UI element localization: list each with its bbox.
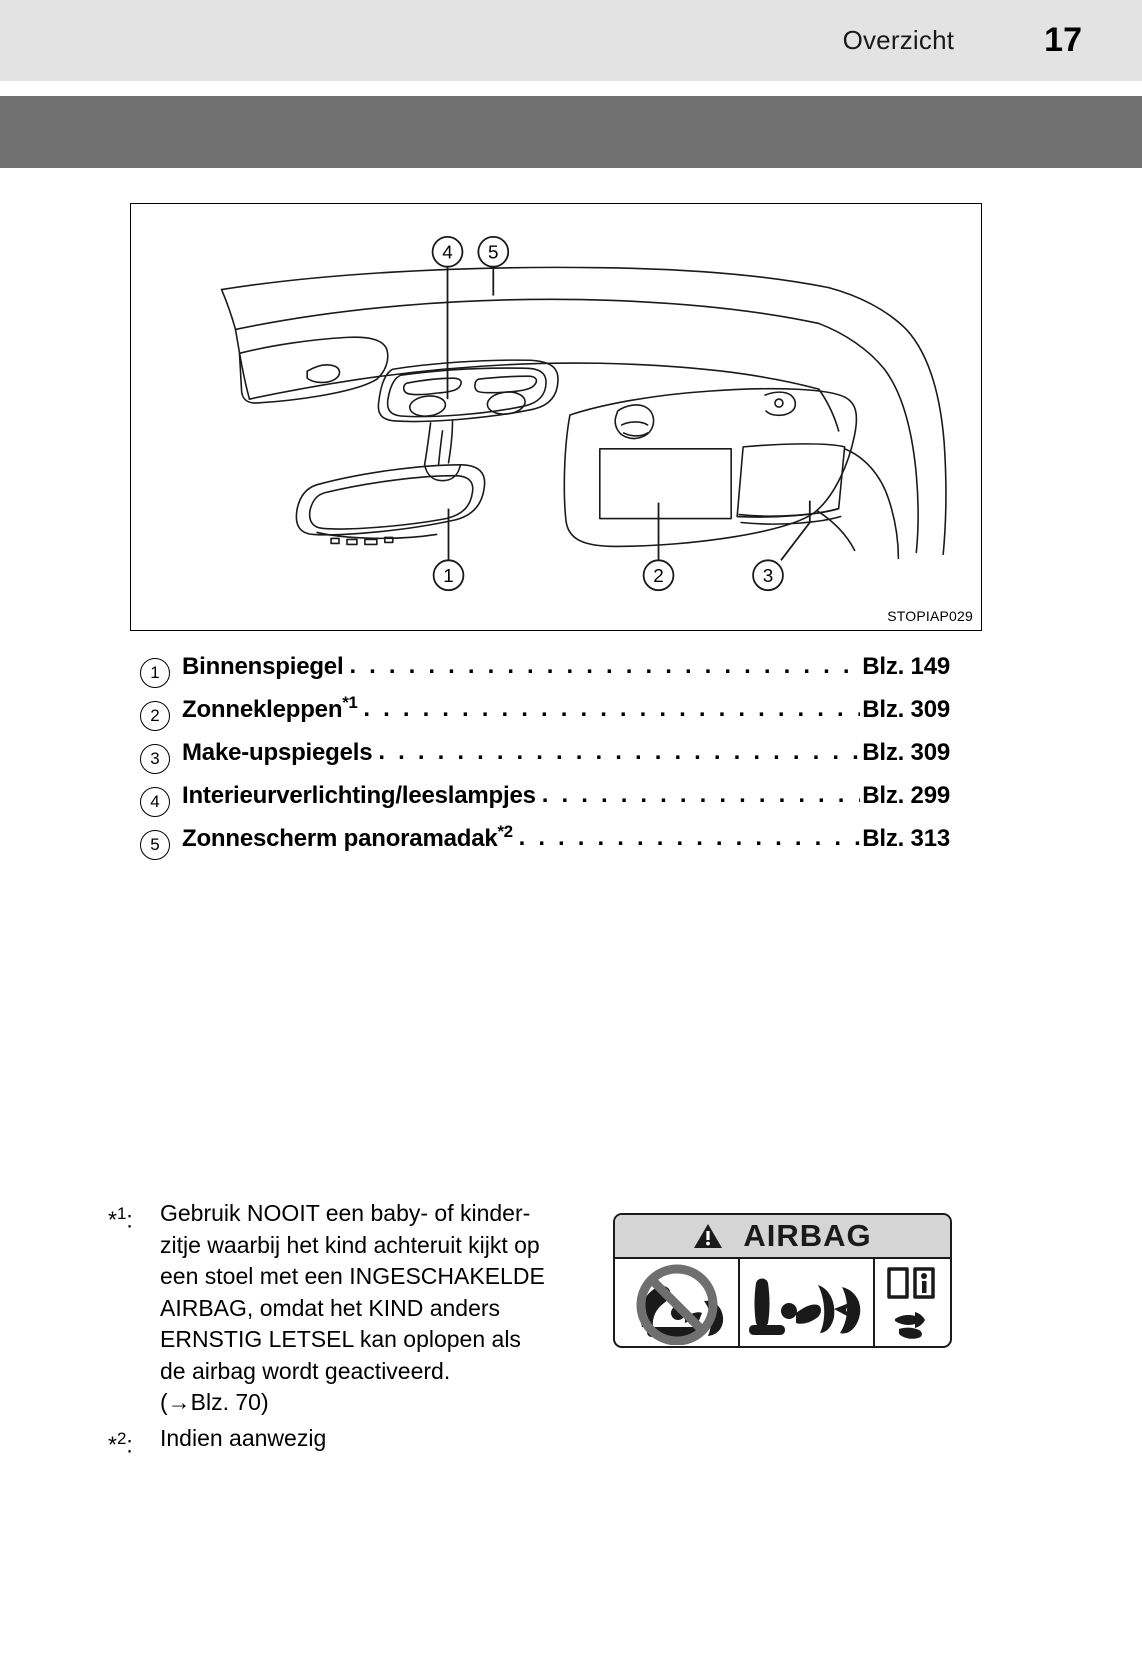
reference-item-list: 1 Binnenspiegel . . . . . . . . . . . . … xyxy=(140,650,950,865)
item-footnote-marker: *2 xyxy=(497,822,514,841)
pointing-hand-icon xyxy=(895,1312,925,1339)
footnotes: *1: Gebruik NOOIT een baby- of kinder- z… xyxy=(108,1198,578,1464)
airbag-title: AIRBAG xyxy=(743,1218,872,1253)
footnote-2: *2: Indien aanwezig xyxy=(108,1423,578,1461)
svg-text:1: 1 xyxy=(443,566,454,587)
list-item[interactable]: 1 Binnenspiegel . . . . . . . . . . . . … xyxy=(140,650,950,693)
airbag-title-bar: AIRBAG xyxy=(615,1215,950,1259)
item-label: Make-upspiegels xyxy=(182,739,373,766)
item-number-badge: 1 xyxy=(140,658,170,688)
airbag-panel-deployment xyxy=(740,1259,875,1346)
overhead-console-illustration: 4 5 1 2 3 xyxy=(220,235,947,592)
page-number: 17 xyxy=(1044,21,1082,59)
svg-text:2: 2 xyxy=(653,566,664,587)
airbag-deployment-icon xyxy=(748,1278,860,1335)
leader-dots: . . . . . . . . . . . . . . . . . . . . … xyxy=(518,824,861,851)
leader-dots: . . . . . . . . . . . . . . . . . . . . … xyxy=(541,781,860,808)
item-number-badge: 2 xyxy=(140,701,170,731)
item-number-badge: 3 xyxy=(140,744,170,774)
item-label: Zonnescherm panoramadak*2 xyxy=(182,822,514,852)
figure-code: STOPIAP029 xyxy=(887,608,973,624)
item-page-reference[interactable]: Blz. 299 xyxy=(862,782,950,809)
list-item[interactable]: 3 Make-upspiegels . . . . . . . . . . . … xyxy=(140,736,950,779)
svg-text:5: 5 xyxy=(488,243,499,264)
footnote-text: Indien aanwezig xyxy=(160,1424,327,1451)
leader-dots: . . . . . . . . . . . . . . . . . . . . … xyxy=(378,738,860,765)
figure-callout-1: 1 xyxy=(432,559,465,592)
figure-callout-5: 5 xyxy=(477,235,510,268)
footnote-text: Gebruik NOOIT een baby- of kinder- zitje… xyxy=(160,1200,545,1415)
item-page-reference[interactable]: Blz. 149 xyxy=(862,653,950,680)
footnote-marker: *2: xyxy=(108,1428,133,1458)
item-number-badge: 4 xyxy=(140,787,170,817)
item-label: Zonnekleppen*1 xyxy=(182,693,358,723)
figure-frame: 4 5 1 2 3 STOPIAP029 xyxy=(130,203,982,631)
airbag-panel-no-rear-facing-seat xyxy=(615,1259,740,1346)
airbag-pictogram-panels xyxy=(615,1259,950,1346)
page-header: Overzicht 17 xyxy=(0,0,1142,81)
page-title: Overzicht xyxy=(842,25,955,55)
list-item[interactable]: 5 Zonnescherm panoramadak*2 . . . . . . … xyxy=(140,822,950,865)
figure-callout-4: 4 xyxy=(431,235,464,268)
leader-dots: . . . . . . . . . . . . . . . . . . . . … xyxy=(349,652,860,679)
svg-text:3: 3 xyxy=(763,566,774,587)
no-rear-facing-child-seat-icon xyxy=(636,1264,723,1345)
figure-callout-3: 3 xyxy=(752,559,784,592)
airbag-warning-label: AIRBAG xyxy=(613,1213,952,1348)
item-footnote-marker: *1 xyxy=(342,693,358,712)
leader-dots: . . . . . . . . . . . . . . . . . . . . … xyxy=(363,695,860,722)
svg-text:4: 4 xyxy=(442,243,453,264)
item-label: Binnenspiegel xyxy=(182,653,344,680)
list-item[interactable]: 2 Zonnekleppen*1 . . . . . . . . . . . .… xyxy=(140,693,950,736)
figure-callout-2: 2 xyxy=(642,559,675,592)
airbag-panel-read-manual xyxy=(875,1259,949,1346)
item-page-reference[interactable]: Blz. 309 xyxy=(862,739,950,766)
footnote-marker: *1: xyxy=(108,1204,133,1233)
list-item[interactable]: 4 Interieurverlichting/leeslampjes . . .… xyxy=(140,779,950,822)
footnote-1: *1: Gebruik NOOIT een baby- of kinder- z… xyxy=(108,1198,578,1419)
item-number-badge: 5 xyxy=(140,830,170,860)
item-page-reference[interactable]: Blz. 313 xyxy=(862,825,950,852)
figure-callouts: 4 5 1 2 3 xyxy=(431,235,784,592)
warning-triangle-icon xyxy=(694,1223,723,1248)
item-page-reference[interactable]: Blz. 309 xyxy=(862,696,950,723)
read-manual-icon xyxy=(887,1267,935,1299)
item-label: Interieurverlichting/leeslampjes xyxy=(182,782,536,809)
header-band xyxy=(0,96,1142,168)
